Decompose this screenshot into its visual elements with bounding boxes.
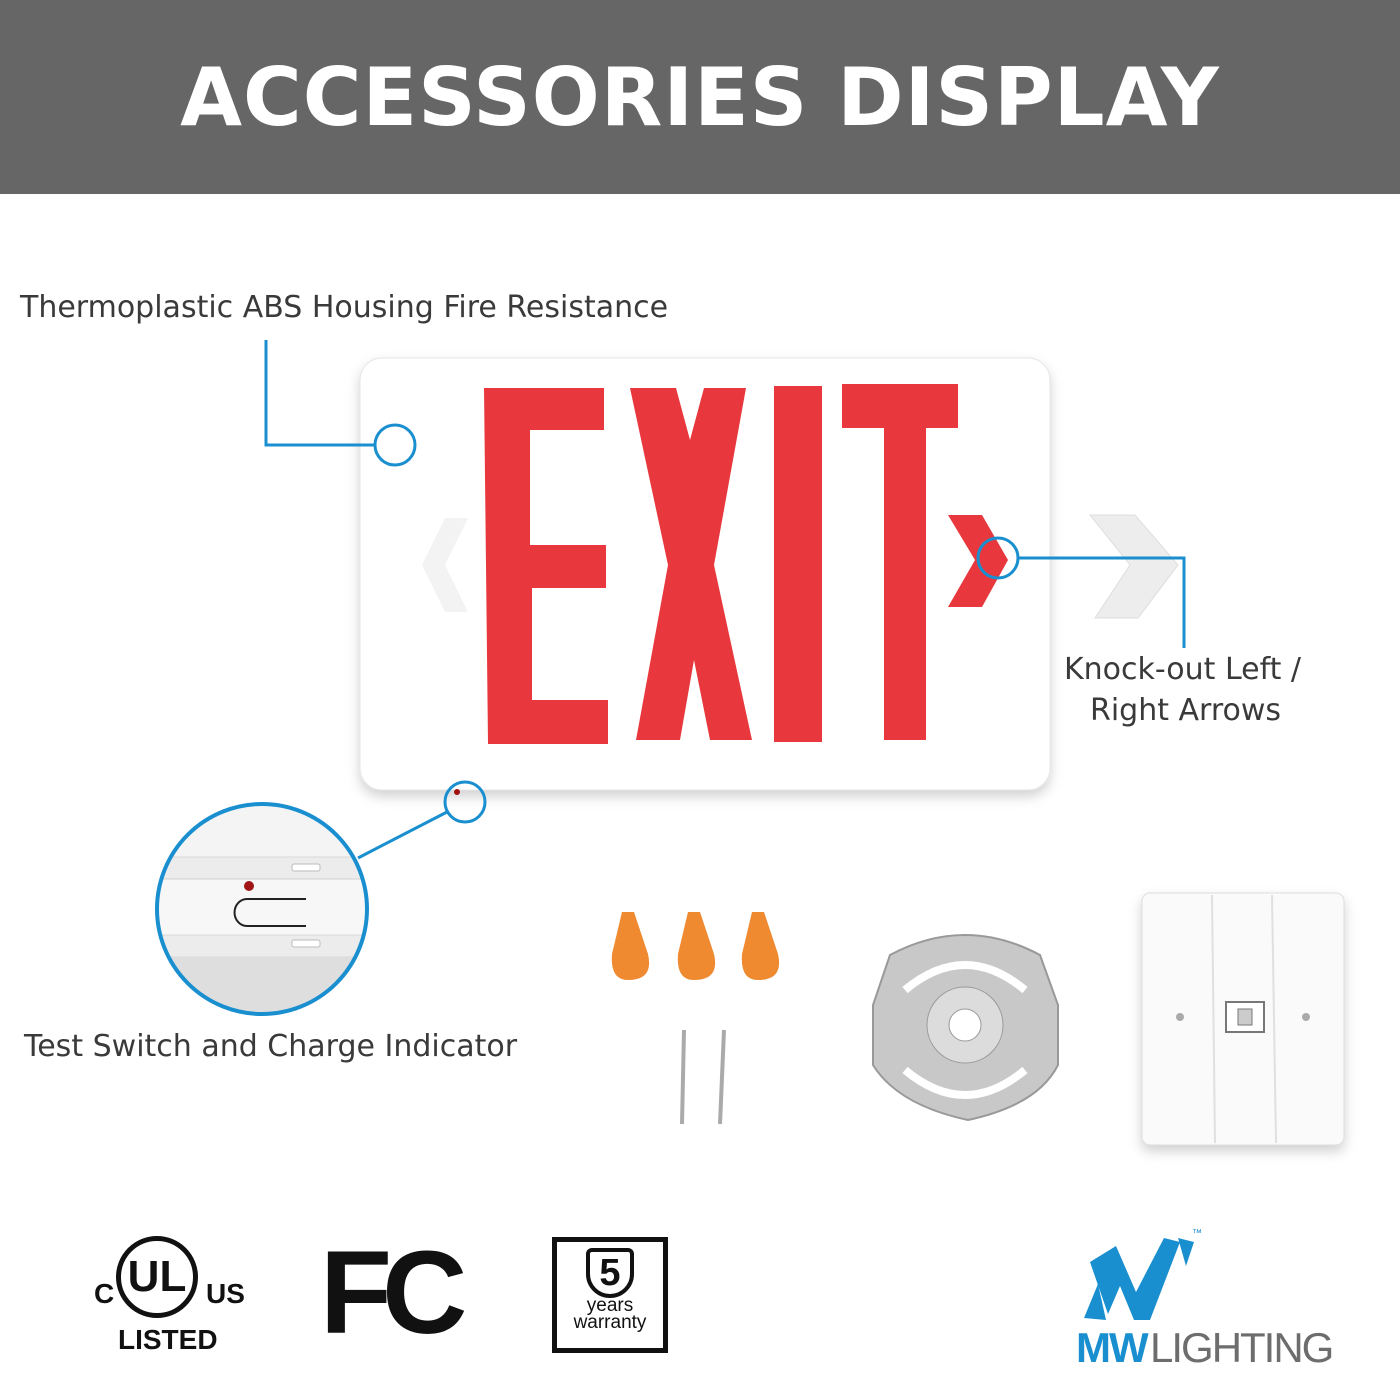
ul-listed-logo: C UL US LISTED [92, 1236, 245, 1360]
mw-logo-mark [1084, 1238, 1194, 1320]
fcc-logo: FC [320, 1227, 467, 1359]
wall-bracket [1141, 892, 1345, 1146]
arrows-callout-label-line1: Knock-out Left / [1064, 652, 1302, 687]
screws [680, 1029, 726, 1125]
mw-lighting-logo: ™ MW LIGHTING [1076, 1228, 1334, 1371]
callout-lines [264, 340, 1186, 860]
mounting-plate [872, 934, 1059, 1122]
exit-letters [484, 384, 1008, 744]
arrows-callout-label-line2: Right Arrows [1090, 693, 1282, 728]
wire-nuts [611, 912, 780, 980]
test-switch-inset [157, 804, 367, 1014]
page-title: ACCESSORIES DISPLAY [180, 50, 1220, 144]
header-banner: ACCESSORIES DISPLAY [0, 0, 1400, 194]
knockout-arrow [1088, 514, 1179, 619]
housing-callout-label: Thermoplastic ABS Housing Fire Resistanc… [20, 290, 669, 325]
test-switch-callout-label: Test Switch and Charge Indicator [24, 1029, 518, 1064]
warranty-badge: 5 years warranty [552, 1237, 668, 1353]
exit-sign [359, 357, 1051, 795]
